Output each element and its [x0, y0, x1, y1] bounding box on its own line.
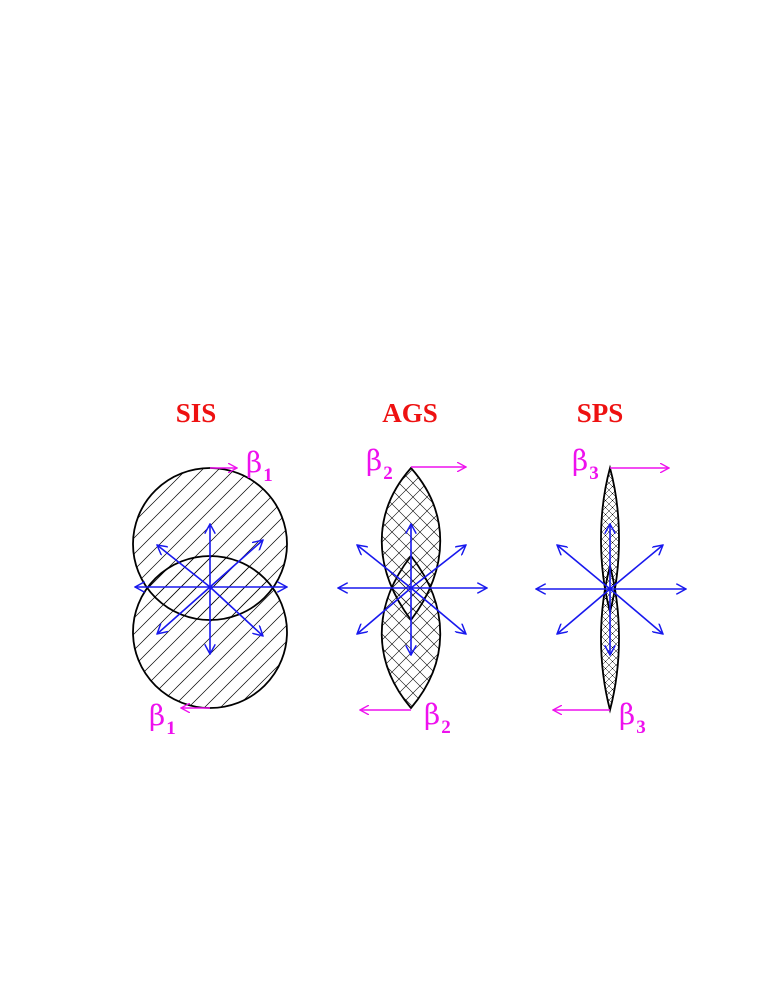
- panel-title: SIS: [176, 398, 217, 428]
- arrow-up-left: [157, 545, 211, 588]
- panel-title: AGS: [382, 398, 438, 428]
- arrow-down-left: [357, 587, 412, 634]
- panel-sps: SPS β3 β3: [536, 398, 686, 738]
- velocity-arrows: [536, 524, 686, 655]
- arrow-up-left: [557, 545, 611, 590]
- beta-label-top: β2: [366, 444, 393, 484]
- beta-label-top: β3: [572, 444, 599, 484]
- arrow-down-right: [410, 587, 466, 634]
- beta-label-bottom: β3: [619, 698, 646, 738]
- panel-ags: AGS β2 β2: [338, 398, 487, 738]
- arrow-up-right: [609, 545, 663, 590]
- beta-label-bottom: β1: [149, 699, 176, 739]
- velocity-arrows: [338, 524, 487, 655]
- beta-label-top: β1: [246, 446, 273, 486]
- beta-label-bottom: β2: [424, 698, 451, 738]
- velocity-arrows: [135, 524, 287, 654]
- arrow-up-right: [410, 545, 466, 589]
- arrow-down-left: [157, 586, 211, 634]
- arrow-up-right: [209, 540, 263, 588]
- panel-title: SPS: [577, 398, 624, 428]
- arrow-down-left: [557, 588, 611, 634]
- arrow-down-right: [209, 586, 263, 636]
- panel-sis: SIS β1 β1: [132, 398, 287, 739]
- arrow-up-left: [357, 545, 412, 589]
- arrow-down-right: [609, 588, 663, 634]
